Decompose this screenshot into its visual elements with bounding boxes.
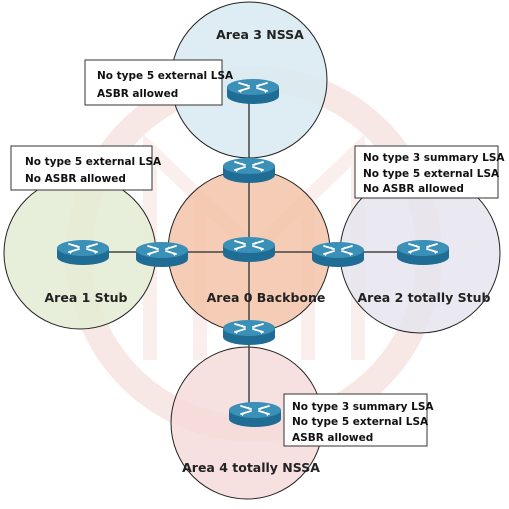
area-4-label: Area 4 totally NSSA (182, 460, 320, 475)
area-2-label: Area 2 totally Stub (357, 290, 490, 305)
area-1-label: Area 1 Stub (45, 290, 128, 305)
note-line: ASBR allowed (292, 432, 373, 444)
router-icon (135, 241, 189, 268)
router-icon (222, 319, 276, 346)
note-line: No type 3 summary LSA (363, 152, 505, 164)
note-line: No ASBR allowed (363, 183, 464, 195)
note-line: No type 5 external LSA (363, 168, 500, 180)
area-2-note: No type 3 summary LSA No type 5 external… (354, 145, 505, 199)
router-icon (222, 236, 276, 263)
router-icon (226, 78, 280, 105)
area-4-note: No type 3 summary LSA No type 5 external… (283, 393, 434, 447)
area-3-label: Area 3 NSSA (216, 27, 304, 42)
note-line: No type 5 external LSA (25, 156, 162, 168)
note-line: No type 5 external LSA (292, 416, 429, 428)
note-line: No ASBR allowed (25, 173, 126, 185)
area-3-note: No type 5 external LSA ASBR allowed (84, 59, 234, 106)
note-line: No type 5 external LSA (97, 70, 234, 82)
note-line: No type 3 summary LSA (292, 401, 434, 413)
router-icon (56, 239, 110, 266)
router-icon (228, 401, 282, 428)
router-icon (311, 241, 365, 268)
router-icon (222, 157, 276, 184)
area-1-note: No type 5 external LSA No ASBR allowed (10, 145, 162, 191)
area-0-label: Area 0 Backbone (207, 290, 326, 305)
router-icon (396, 239, 450, 266)
note-line: ASBR allowed (97, 88, 178, 100)
